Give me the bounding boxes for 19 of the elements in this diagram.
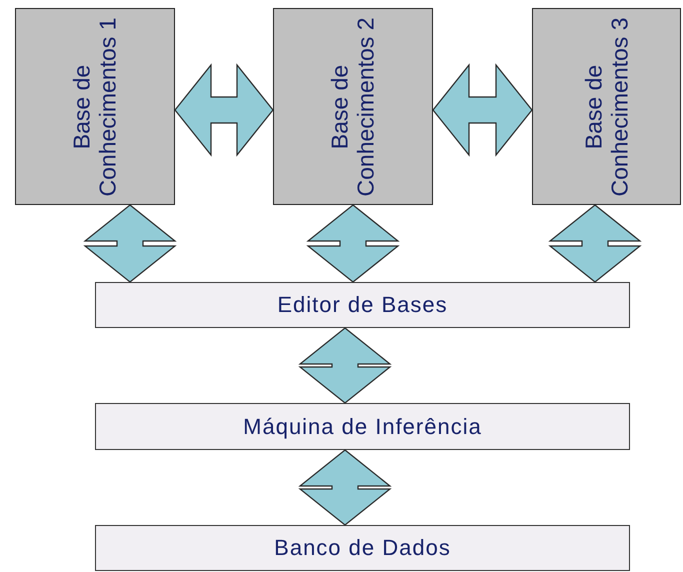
knowledge-base-box [532, 8, 681, 205]
double-arrow [83, 204, 177, 283]
double-arrow [548, 204, 642, 283]
double-arrow [298, 449, 392, 526]
box-label: Editor de Bases [277, 292, 448, 318]
process-box [95, 403, 630, 450]
box-label: Base de Conhecimentos 1 [68, 16, 122, 198]
knowledge-base-box [15, 8, 175, 205]
double-arrow [298, 327, 392, 404]
process-box [95, 525, 630, 571]
knowledge-base-box [273, 8, 433, 205]
box-label: Base de Conhecimentos 3 [580, 16, 633, 198]
box-label: Base de Conhecimentos 2 [326, 16, 380, 198]
process-box [95, 282, 630, 328]
double-arrow [306, 204, 400, 283]
box-label: Máquina de Inferência [243, 414, 482, 440]
double-arrow [174, 63, 274, 157]
double-arrow [432, 63, 533, 157]
box-label: Banco de Dados [274, 535, 451, 561]
